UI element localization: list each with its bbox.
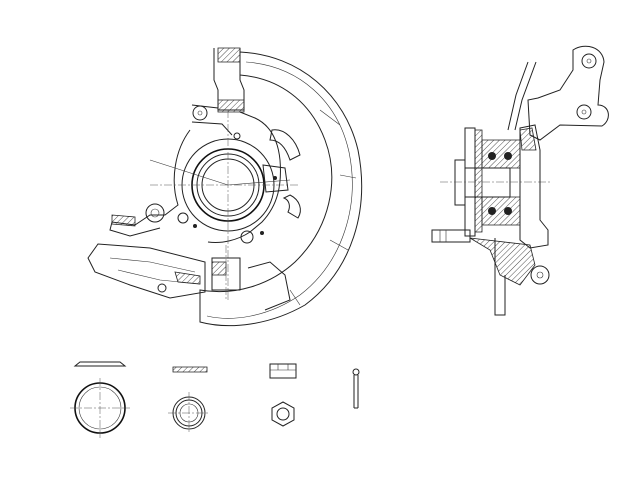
lower-ball-joint-hatch [211, 261, 227, 276]
lower-arm-hatch [174, 271, 201, 285]
dust-shield-inner-rim [206, 61, 353, 319]
strut-bracket-hole-lower-c [581, 109, 587, 115]
shield-slot-upper [269, 129, 301, 161]
lower-arm-section [469, 237, 536, 286]
dust-cap-side [73, 361, 127, 367]
mount-bolt-hole [240, 230, 254, 244]
knuckle-housing-hatch [519, 127, 537, 151]
mount-bolt-hole [273, 176, 277, 180]
mount-bolt-hole [233, 132, 241, 140]
cotter-pin-head [352, 368, 360, 376]
hub-section-view [431, 45, 609, 316]
mount-bolt-hole [177, 212, 189, 224]
castle-nut-face-bore [276, 407, 290, 421]
bearing-ball [488, 152, 496, 160]
strut-bracket-hole-upper-c [586, 58, 592, 64]
hub-flange-section [454, 159, 466, 206]
upper-pivot-bolt [192, 105, 208, 121]
lower-ball-joint [211, 257, 241, 291]
dust-cap [70, 361, 130, 438]
leader-line [227, 179, 291, 186]
shield-rib [329, 239, 349, 251]
castle-nut-side [269, 363, 297, 379]
tie-rod-eye [145, 203, 165, 223]
bearing-ball [504, 152, 512, 160]
leader-line [149, 159, 229, 186]
knuckle-front-view [87, 47, 363, 327]
washer-side [172, 366, 208, 373]
caliper-bracket [262, 164, 289, 193]
hub-spindle [464, 167, 511, 198]
lower-arm-bushing [530, 265, 550, 285]
thrust-washer [168, 366, 210, 434]
bearing-ball [488, 207, 496, 215]
lower-arm-section-outline [494, 238, 506, 316]
upper-arm [191, 104, 233, 136]
brake-disc [474, 129, 483, 233]
lower-control-arm [87, 243, 206, 299]
drive-stub [431, 229, 471, 243]
dust-shield-outline [199, 51, 363, 327]
knuckle-body [134, 111, 281, 243]
castle-nut-face-hex [271, 401, 295, 427]
mount-bolt-hole [260, 231, 264, 235]
upper-mount-hatched [217, 47, 241, 63]
strut-tube [507, 61, 537, 131]
shield-rib [319, 109, 341, 126]
shield-rib [289, 289, 301, 306]
lower-arm-hole [157, 283, 167, 293]
lower-arm-rib [247, 261, 291, 311]
upper-mount-lug [217, 99, 245, 113]
bearing-lower-race [481, 196, 521, 226]
bearing-upper-race [481, 139, 521, 169]
shield-slot-lower [282, 194, 301, 219]
bearing-ball [504, 207, 512, 215]
shield-rib [339, 174, 357, 179]
castle-nut [269, 363, 297, 427]
upper-pivot-bolt-center [197, 110, 203, 116]
dust-cap-face-inner [78, 386, 122, 430]
lower-arm-bushing-c [536, 271, 544, 279]
knuckle-housing [519, 124, 549, 249]
cotter-pin-shank [353, 375, 359, 409]
mount-bolt-hole [193, 224, 197, 228]
steering-arm-hatch [111, 214, 136, 227]
tie-rod-eye-inner [150, 208, 160, 218]
strut-bracket-hole-lower [576, 104, 592, 120]
cotter-pin [352, 368, 360, 409]
strut-bracket-hole-upper [581, 53, 597, 69]
